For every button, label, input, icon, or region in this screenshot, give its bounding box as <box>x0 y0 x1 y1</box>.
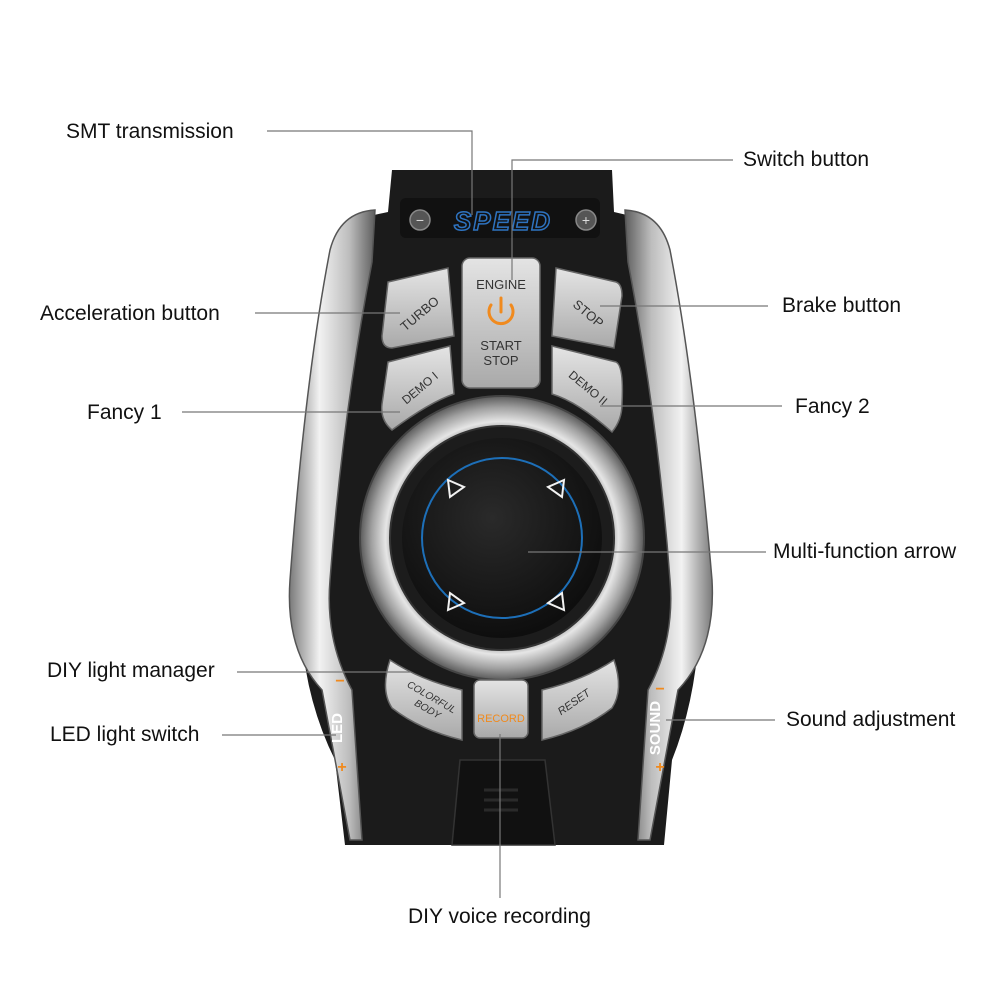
callout-switch-button: Switch button <box>743 148 870 171</box>
led-minus-label: − <box>335 673 344 690</box>
right-chrome-wing <box>624 209 714 841</box>
arrow-up-right-icon[interactable] <box>545 478 566 499</box>
sound-plus-label: + <box>655 759 664 776</box>
reset-button[interactable]: RESET <box>541 658 620 741</box>
callout-sound-adjustment: Sound adjustment <box>786 708 956 731</box>
callout-fancy-1: Fancy 1 <box>87 401 162 424</box>
callout-multi-function-arrow: Multi-function arrow <box>773 540 957 563</box>
multi-function-wheel[interactable] <box>359 395 645 681</box>
led-label: LED <box>329 713 346 743</box>
record-label: RECORD <box>477 713 525 725</box>
microphone-grip <box>451 759 556 846</box>
sound-minus-label: − <box>655 681 664 698</box>
minus-knob-label: − <box>416 212 424 228</box>
brand-logo: SPEED <box>454 206 552 236</box>
leader-switch <box>511 159 733 280</box>
leader-lines <box>182 130 782 898</box>
stop-engine-label: STOP <box>483 353 518 368</box>
led-plus-label: + <box>337 759 346 776</box>
stop-button[interactable]: STOP <box>551 267 623 349</box>
plus-knob-label: + <box>582 212 590 228</box>
minus-knob[interactable] <box>409 209 431 231</box>
engine-start-stop-button[interactable]: ENGINE START STOP <box>461 257 541 389</box>
start-label: START <box>480 338 521 353</box>
engine-label: ENGINE <box>476 277 526 292</box>
callout-acceleration-button: Acceleration button <box>40 302 220 325</box>
controller: − + SPEED ENGINE START STOP TURBO STOP <box>288 170 714 846</box>
callout-led-light-switch: LED light switch <box>50 723 200 746</box>
sound-label: SOUND <box>647 701 664 755</box>
left-chrome-wing <box>288 209 376 841</box>
arrow-down-left-icon[interactable] <box>446 591 467 612</box>
power-icon <box>487 296 515 326</box>
callout-brake-button: Brake button <box>782 294 902 317</box>
demo-1-button[interactable]: DEMO I <box>380 345 455 431</box>
arrow-up-left-icon[interactable] <box>446 478 467 499</box>
plus-knob[interactable] <box>575 209 597 231</box>
turbo-button[interactable]: TURBO <box>381 267 455 349</box>
record-button[interactable]: RECORD <box>473 679 529 739</box>
leader-smt <box>267 130 473 215</box>
demo-2-button[interactable]: DEMO II <box>551 345 624 434</box>
arrow-down-right-icon[interactable] <box>545 591 566 612</box>
callout-diy-light-manager: DIY light manager <box>47 659 215 682</box>
top-strip <box>400 198 600 238</box>
callout-smt-transmission: SMT transmission <box>66 120 234 143</box>
callout-fancy-2: Fancy 2 <box>795 395 870 418</box>
callout-diy-voice-recording: DIY voice recording <box>408 905 591 928</box>
